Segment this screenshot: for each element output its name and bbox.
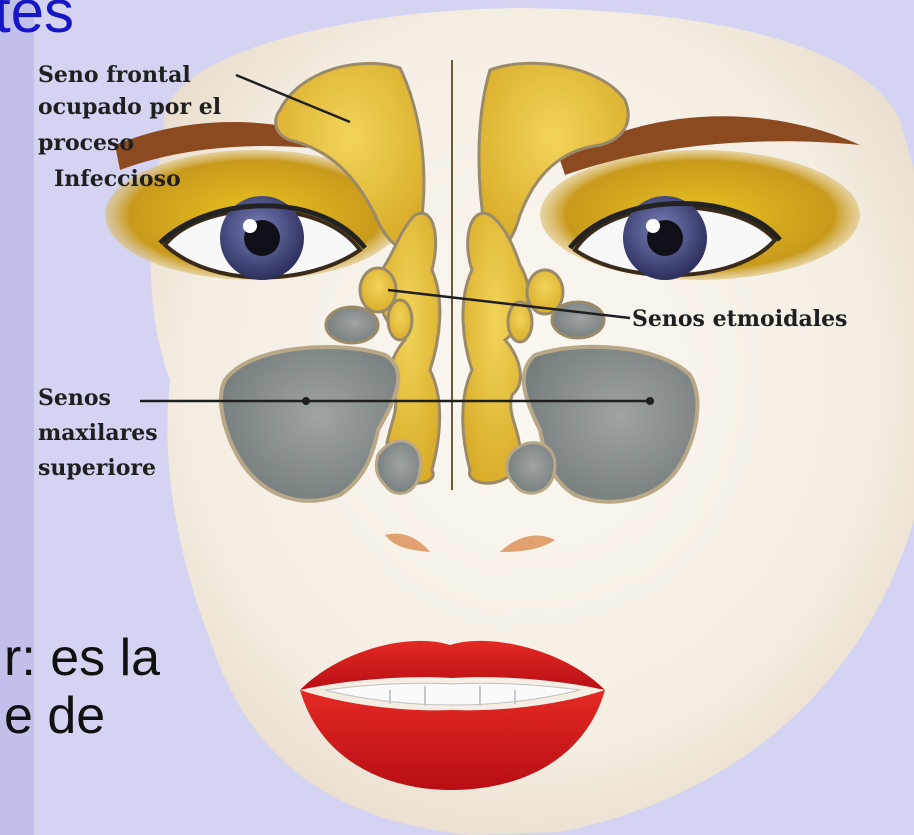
label-frontal-line-1: Seno frontal (38, 62, 191, 88)
label-maxillary-line-3: superiore (38, 455, 156, 481)
label-maxillary-line-2: maxilares (38, 420, 158, 446)
sinus-face-illustration: Seno frontal ocupado por el proceso Infe… (28, 0, 914, 835)
label-maxillary-line-1: Senos (38, 385, 111, 411)
label-frontal-line-4: Infeccioso (54, 166, 181, 192)
label-ethmoid: Senos etmoidales (632, 306, 847, 332)
slide-body-line-2: e de (4, 690, 105, 742)
marker-maxillary-left (302, 397, 310, 405)
turbinate-right (507, 443, 555, 494)
label-frontal-line-2: ocupado por el (38, 94, 221, 120)
slide-body-line-1: r: es la (4, 632, 160, 684)
label-frontal-line-3: proceso (38, 130, 134, 156)
marker-maxillary-right (646, 397, 654, 405)
